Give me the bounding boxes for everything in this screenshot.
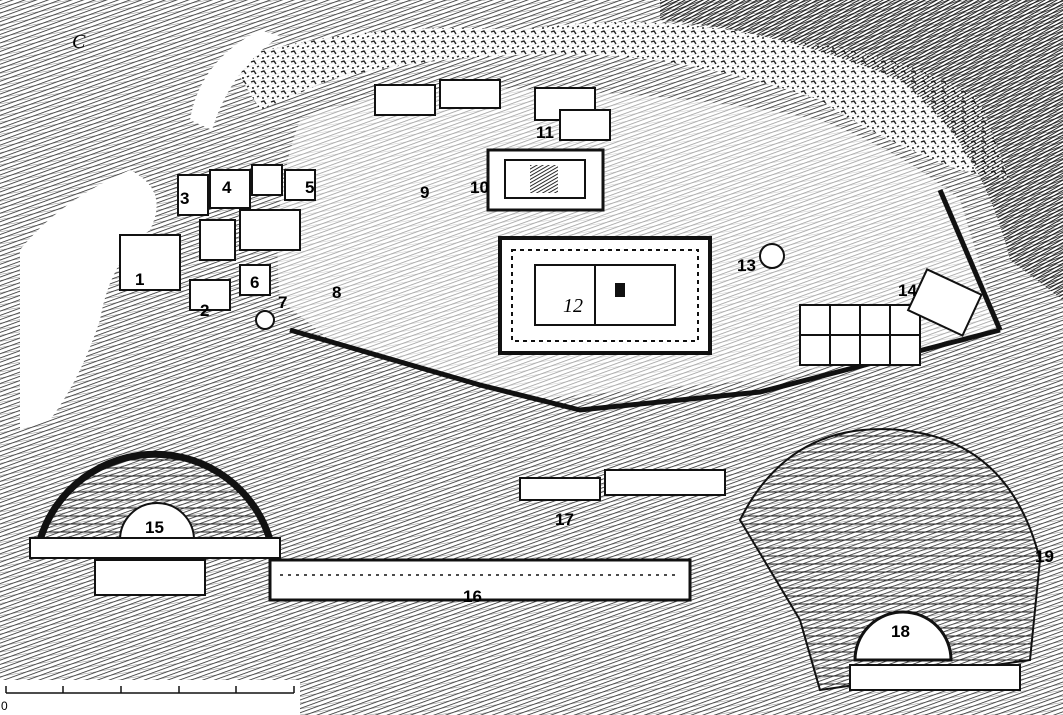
label-7: 7 <box>278 293 287 312</box>
label-8: 8 <box>332 283 341 302</box>
label-1: 1 <box>135 270 144 289</box>
scale-zero-label: 0 <box>1 699 8 713</box>
asklepieion-remains <box>519 469 726 501</box>
parthenon <box>498 236 712 355</box>
northwest-road <box>190 30 280 130</box>
label-c: C <box>72 31 86 53</box>
erechtheion <box>486 148 605 212</box>
label-5: 5 <box>305 178 314 197</box>
stoa-of-eumenes <box>268 558 692 602</box>
label-12: 12 <box>563 295 583 317</box>
label-17: 17 <box>555 510 574 529</box>
label-14: 14 <box>898 281 917 300</box>
scale-bar <box>5 686 295 694</box>
label-13: 13 <box>737 256 756 275</box>
label-9: 9 <box>420 183 429 202</box>
propylaia-complex <box>119 164 316 330</box>
label-15: 15 <box>145 518 164 537</box>
label-4: 4 <box>222 178 232 197</box>
round-monument <box>759 243 785 269</box>
north-cliff-rocks <box>230 22 1010 180</box>
east-storage-buildings <box>799 268 983 366</box>
acropolis-east-wall <box>937 189 1003 331</box>
label-2: 2 <box>200 301 209 320</box>
acropolis-south-wall <box>289 327 1001 413</box>
north-buildings <box>374 79 611 141</box>
label-6: 6 <box>250 273 259 292</box>
northeast-rock-mass <box>660 0 1063 300</box>
scale-bar-background <box>0 680 300 715</box>
label-11: 11 <box>536 123 554 142</box>
label-10: 10 <box>470 178 489 197</box>
label-3: 3 <box>180 189 189 208</box>
label-19: 19 <box>1035 547 1054 566</box>
label-18: 18 <box>891 622 910 641</box>
label-16: 16 <box>463 587 482 606</box>
theatre-of-dionysos <box>738 428 1042 692</box>
odeion-of-herodes-atticus <box>29 450 281 596</box>
